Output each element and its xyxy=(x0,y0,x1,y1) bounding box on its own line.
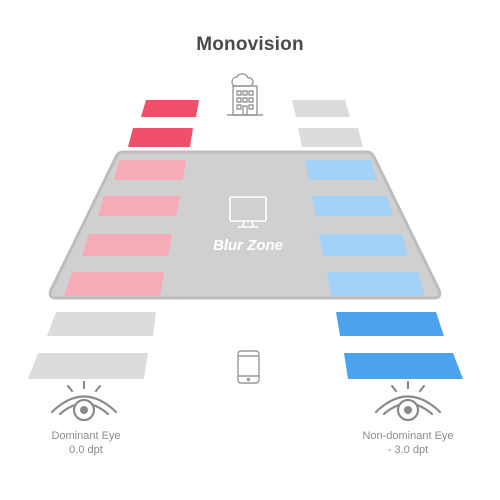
right-bar-4 xyxy=(312,196,393,216)
right-eye-focus-bars xyxy=(292,100,463,379)
monitor-icon xyxy=(229,196,267,228)
right-eye-icon xyxy=(374,380,442,422)
right-bar-8 xyxy=(344,353,463,379)
left-bar-4 xyxy=(98,196,180,216)
building-icon xyxy=(227,73,263,116)
right-eye-value: - 3.0 dpt xyxy=(387,444,429,456)
left-bar-6 xyxy=(64,272,164,296)
right-eye-caption: Non-dominant Eye - 3.0 dpt xyxy=(338,429,478,457)
right-bar-1 xyxy=(292,100,350,117)
left-bar-1 xyxy=(141,100,199,117)
left-eye-caption: Dominant Eye 0.0 dpt xyxy=(16,429,156,457)
left-bar-7 xyxy=(47,312,156,336)
right-bar-5 xyxy=(319,234,408,256)
right-eye-label: Non-dominant Eye xyxy=(362,430,454,442)
right-bar-7 xyxy=(336,312,444,336)
left-bar-5 xyxy=(82,234,172,256)
left-bar-3 xyxy=(114,160,186,180)
left-bar-2 xyxy=(128,128,193,147)
blur-zone xyxy=(48,150,442,300)
right-bar-2 xyxy=(298,128,363,147)
left-eye-icon xyxy=(50,380,118,422)
right-bar-6 xyxy=(327,272,425,296)
blur-zone-label: Blur Zone xyxy=(213,237,283,254)
smartphone-icon xyxy=(237,350,260,384)
left-eye-value: 0.0 dpt xyxy=(69,444,103,456)
left-eye-label: Dominant Eye xyxy=(51,430,121,442)
diagram-title: Monovision xyxy=(196,34,304,55)
left-bar-8 xyxy=(28,353,148,379)
right-bar-3 xyxy=(305,160,377,180)
left-eye-focus-bars xyxy=(28,100,199,379)
